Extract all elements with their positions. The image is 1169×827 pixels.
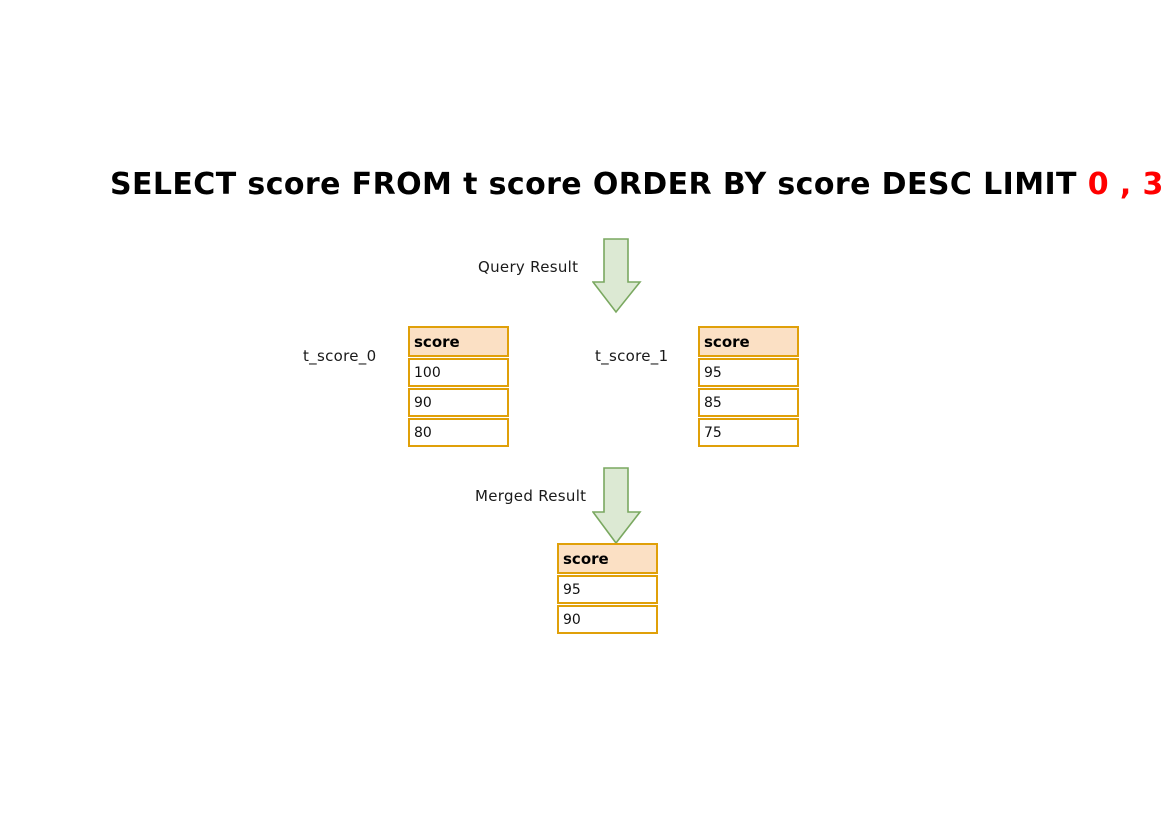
query-result-arrow: [591, 238, 642, 314]
table-row: 90: [557, 605, 658, 634]
table-merged-result: score 95 90: [557, 543, 658, 634]
table-row: 80: [408, 418, 509, 447]
table-row: 85: [698, 388, 799, 417]
table-t-score-0: score 100 90 80: [408, 326, 509, 447]
table-row: 100: [408, 358, 509, 387]
query-result-caption: Query Result: [478, 258, 579, 276]
table-label-t-score-0: t_score_0: [303, 347, 377, 365]
table-row: 95: [698, 358, 799, 387]
sql-statement-text: SELECT score FROM t score ORDER BY score…: [110, 166, 1088, 202]
table-row: 95: [557, 575, 658, 604]
merged-result-arrow: [591, 467, 642, 545]
merged-result-caption: Merged Result: [475, 487, 587, 505]
table-row: 90: [408, 388, 509, 417]
sql-limit-clause-values: 0 , 3: [1087, 166, 1164, 202]
table-merged-result-header-score: score: [557, 543, 658, 574]
sql-query-title: SELECT score FROM t score ORDER BY score…: [110, 160, 1163, 208]
table-t-score-1-header-score: score: [698, 326, 799, 357]
table-t-score-0-header-score: score: [408, 326, 509, 357]
table-label-t-score-1: t_score_1: [595, 347, 669, 365]
table-t-score-1: score 95 85 75: [698, 326, 799, 447]
table-row: 75: [698, 418, 799, 447]
